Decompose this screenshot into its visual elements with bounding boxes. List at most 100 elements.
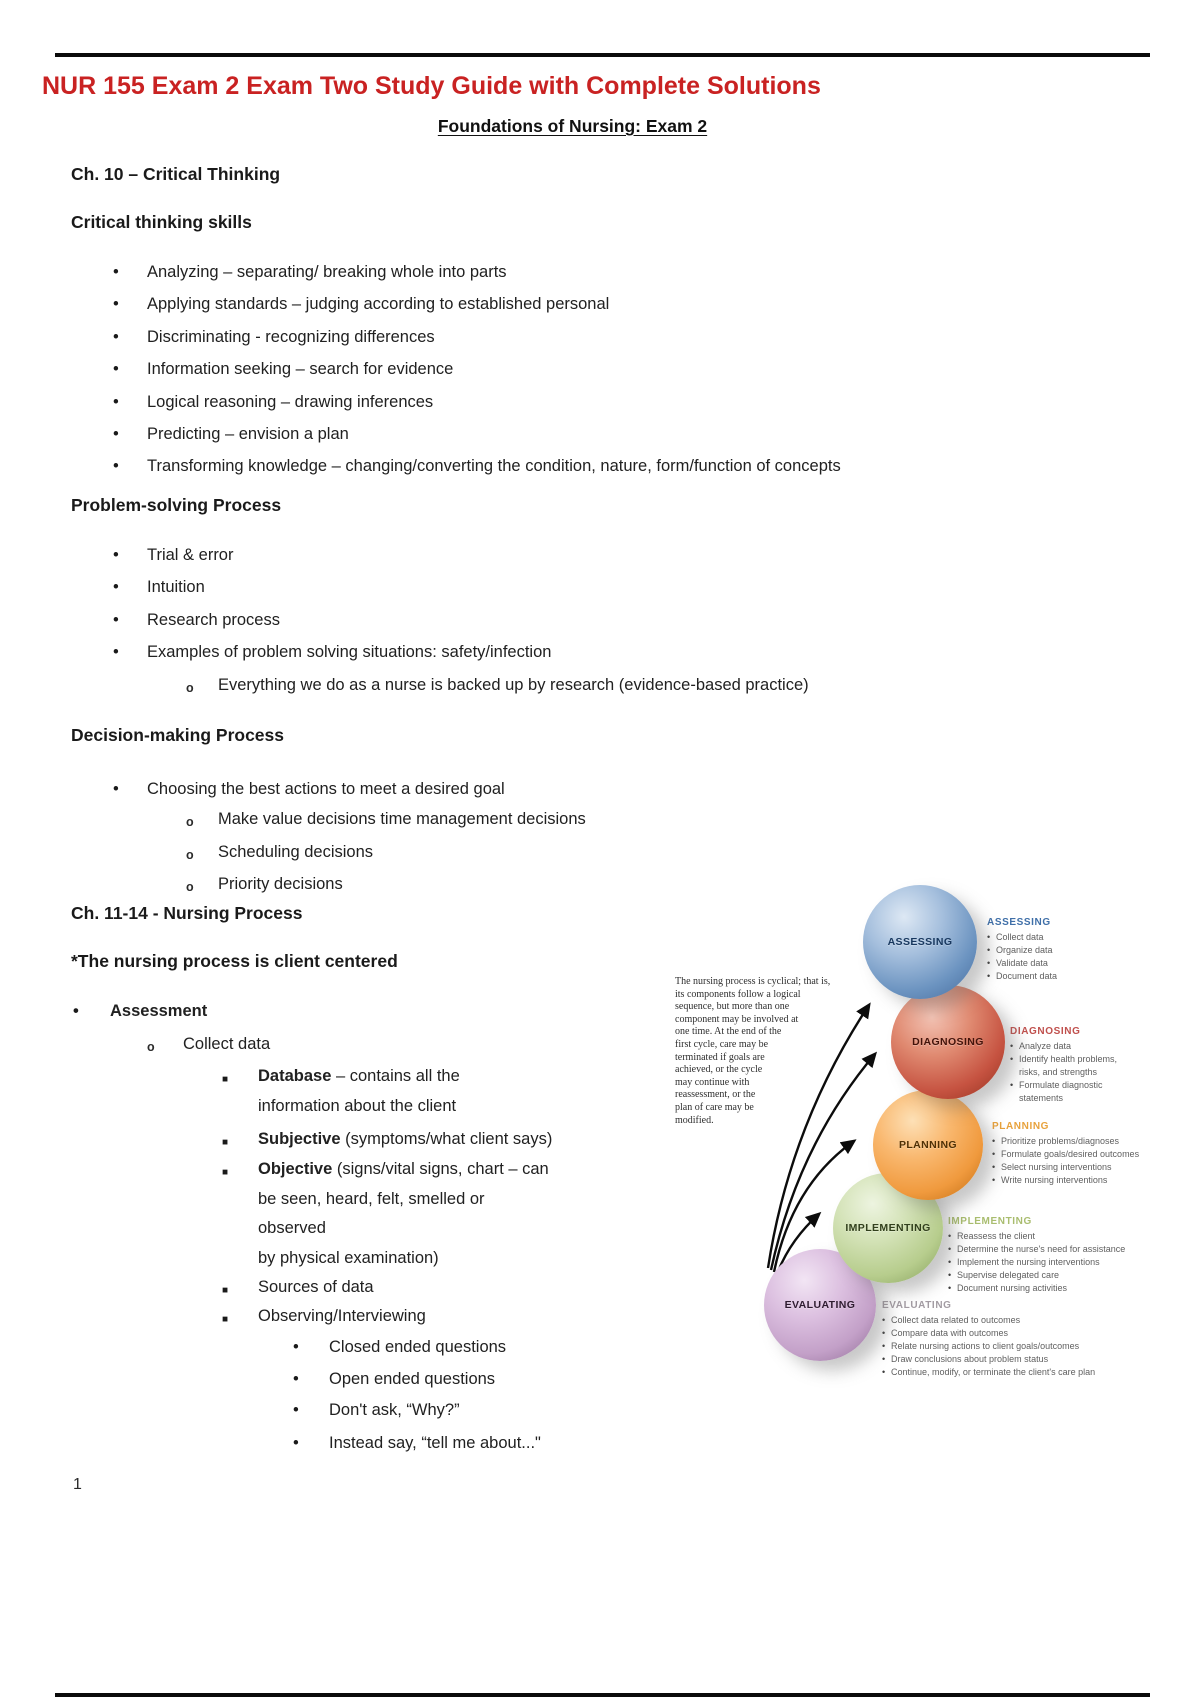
list-item-text: Everything we do as a nurse is backed up… <box>218 676 809 694</box>
list-item-sources: Sources of data <box>222 1273 374 1305</box>
list-item: Predicting – envision a plan <box>113 420 349 450</box>
list-item-text: Examples of problem solving situations: … <box>147 643 552 661</box>
annotation-item: Compare data with outcomes <box>882 1327 1095 1340</box>
annotation-header: ASSESSING <box>987 917 1051 928</box>
annotation-item: Analyze data <box>1010 1040 1117 1053</box>
list-item: Closed ended questions <box>293 1333 507 1363</box>
sphere-label: PLANNING <box>898 1139 958 1151</box>
diagnosing-annotation: DIAGNOSING Analyze data Identify health … <box>1010 1026 1117 1105</box>
list-item: Examples of problem solving situations: … <box>113 638 552 668</box>
annotation-item: Collect data <box>987 931 1057 944</box>
sphere-label: ASSESSING <box>887 936 953 948</box>
annotation-item: Identify health problems, risks, and str… <box>1010 1053 1117 1079</box>
annotation-item: Prioritize problems/diagnoses <box>992 1135 1139 1148</box>
list-item-text: Open ended questions <box>329 1370 496 1388</box>
annotation-item: Document data <box>987 970 1057 983</box>
heading-critical-thinking-skills: Critical thinking skills <box>71 212 252 232</box>
heading-decision-making: Decision-making Process <box>71 725 284 745</box>
annotation-item: Document nursing activities <box>948 1282 1125 1295</box>
annotation-item: Reassess the client <box>948 1230 1125 1243</box>
nursing-process-diagram: The nursing process is cyclical; that is… <box>620 845 1139 1395</box>
list-item: Logical reasoning – drawing inferences <box>113 388 434 418</box>
list-item-text: Collect data <box>183 1035 271 1053</box>
list-item-text: Scheduling decisions <box>218 843 374 861</box>
list-item-bold-lead: Database <box>258 1067 332 1085</box>
annotation-item: Draw conclusions about problem status <box>882 1353 1095 1366</box>
heading-ch10: Ch. 10 – Critical Thinking <box>71 164 281 184</box>
list-item: Make value decisions time management dec… <box>186 805 586 837</box>
annotation-item: Supervise delegated care <box>948 1269 1125 1282</box>
heading-ch11: Ch. 11-14 - Nursing Process <box>71 903 303 923</box>
sphere-label: EVALUATING <box>784 1299 856 1311</box>
annotation-item: Relate nursing actions to client goals/o… <box>882 1340 1095 1353</box>
sphere-label: DIAGNOSING <box>912 1036 984 1048</box>
list-item: Information seeking – search for evidenc… <box>113 355 454 385</box>
list-item-text: Observing/Interviewing <box>258 1307 426 1325</box>
diagnosing-sphere: DIAGNOSING <box>891 985 1005 1099</box>
list-item-text: Make value decisions time management dec… <box>218 810 586 828</box>
list-item-text: Information seeking – search for evidenc… <box>147 360 454 378</box>
list-item: Applying standards – judging according t… <box>113 290 609 320</box>
annotation-item: Select nursing interventions <box>992 1161 1139 1174</box>
list-item: Choosing the best actions to meet a desi… <box>113 775 505 805</box>
list-item-bold-lead: Subjective <box>258 1130 341 1148</box>
list-item-observing: Observing/Interviewing <box>222 1302 426 1334</box>
evaluating-annotation: EVALUATING Collect data related to outco… <box>882 1300 1095 1379</box>
list-item-text: Predicting – envision a plan <box>147 425 349 443</box>
list-item: Intuition <box>113 573 205 603</box>
annotation-item: Formulate goals/desired outcomes <box>992 1148 1139 1161</box>
annotation-item: Validate data <box>987 957 1057 970</box>
list-item: Priority decisions <box>186 870 343 902</box>
list-item: Open ended questions <box>293 1365 496 1395</box>
list-item-text: (signs/vital signs, chart – can be seen,… <box>258 1160 549 1267</box>
list-item-text: Priority decisions <box>218 875 343 893</box>
list-item-text: Don't ask, “Why?” <box>329 1401 460 1419</box>
list-item-subjective: Subjective (symptoms/what client says) <box>222 1125 553 1157</box>
annotation-item: Continue, modify, or terminate the clien… <box>882 1366 1095 1379</box>
arrow-to-diagnosing <box>769 1051 878 1271</box>
annotation-header: IMPLEMENTING <box>948 1216 1032 1227</box>
list-item-objective: Objective (signs/vital signs, chart – ca… <box>222 1155 549 1273</box>
list-item: Discriminating - recognizing differences <box>113 323 435 353</box>
annotation-header: EVALUATING <box>882 1300 952 1311</box>
list-item-text: Sources of data <box>258 1278 374 1296</box>
list-item-text: Closed ended questions <box>329 1338 507 1356</box>
annotation-item: Formulate diagnostic statements <box>1010 1079 1117 1105</box>
annotation-item: Determine the nurse's need for assistanc… <box>948 1243 1125 1256</box>
annotation-list: Reassess the client Determine the nurse'… <box>948 1230 1125 1295</box>
annotation-item: Write nursing interventions <box>992 1174 1139 1187</box>
diagram-caption: The nursing process is cyclical; that is… <box>675 976 831 1126</box>
list-item-text: Analyzing – separating/ breaking whole i… <box>147 263 507 281</box>
annotation-item: Organize data <box>987 944 1057 957</box>
list-item: Transforming knowledge – changing/conver… <box>113 452 841 482</box>
annotation-item: Collect data related to outcomes <box>882 1314 1095 1327</box>
list-item-database: Database – contains all the information … <box>222 1062 460 1121</box>
implementing-annotation: IMPLEMENTING Reassess the client Determi… <box>948 1216 1125 1295</box>
list-item-text: Intuition <box>147 578 205 596</box>
list-item-bold-lead: Objective <box>258 1160 333 1178</box>
arrow-to-planning <box>772 1139 857 1273</box>
list-item-text: Assessment <box>110 1002 208 1020</box>
list-item-text: Logical reasoning – drawing inferences <box>147 393 434 411</box>
list-item-text: (symptoms/what client says) <box>340 1130 553 1148</box>
list-item: Trial & error <box>113 541 234 571</box>
list-item-text: Research process <box>147 611 280 629</box>
list-item-text: Instead say, “tell me about..." <box>329 1434 541 1452</box>
sphere-label: IMPLEMENTING <box>845 1222 931 1234</box>
assessing-sphere: ASSESSING <box>863 885 977 999</box>
list-item-collect-data: Collect data <box>147 1030 271 1062</box>
annotation-item: Implement the nursing interventions <box>948 1256 1125 1269</box>
annotation-list: Collect data Organize data Validate data… <box>987 931 1057 983</box>
list-item: Scheduling decisions <box>186 838 374 870</box>
list-item-text: Trial & error <box>147 546 234 564</box>
list-item: Instead say, “tell me about..." <box>293 1429 541 1459</box>
list-item-assessment: Assessment <box>73 997 208 1027</box>
planning-sphere: PLANNING <box>873 1090 983 1200</box>
annotation-list: Analyze data Identify health problems, r… <box>1010 1040 1117 1105</box>
heading-problem-solving: Problem-solving Process <box>71 495 282 515</box>
annotation-header: DIAGNOSING <box>1010 1026 1081 1037</box>
list-item-text: Discriminating - recognizing differences <box>147 328 435 346</box>
annotation-list: Collect data related to outcomes Compare… <box>882 1314 1095 1379</box>
top-border-line <box>55 53 1150 57</box>
